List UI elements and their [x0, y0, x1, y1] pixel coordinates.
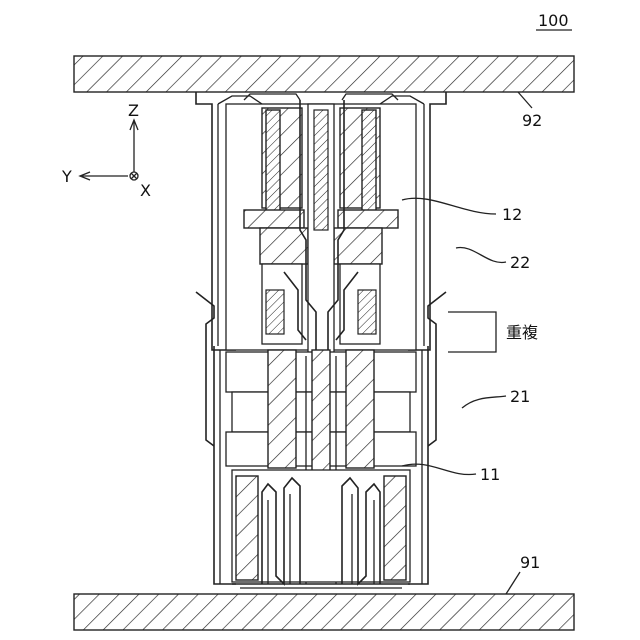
axis-label-z: Z — [128, 101, 139, 120]
connector-11-springs — [232, 470, 410, 588]
label-11: 11 — [480, 465, 500, 484]
leader-22 — [456, 248, 506, 263]
connector-12-housing — [226, 94, 416, 354]
label-100: 100 — [538, 11, 569, 30]
label-12: 12 — [502, 205, 522, 224]
overlap-bracket — [448, 312, 496, 352]
axis-label-y: Y — [61, 167, 72, 186]
leader-91 — [506, 572, 520, 594]
leader-92 — [518, 92, 532, 108]
label-overlap: 重複 — [506, 323, 538, 342]
label-91: 91 — [520, 553, 540, 572]
label-92: 92 — [522, 111, 542, 130]
board-91 — [74, 594, 574, 630]
label-21: 21 — [510, 387, 530, 406]
board-92 — [74, 56, 574, 92]
leader-21 — [462, 396, 506, 408]
axis-indicator — [80, 120, 138, 180]
label-22: 22 — [510, 253, 530, 272]
axis-label-x: X — [140, 181, 151, 200]
